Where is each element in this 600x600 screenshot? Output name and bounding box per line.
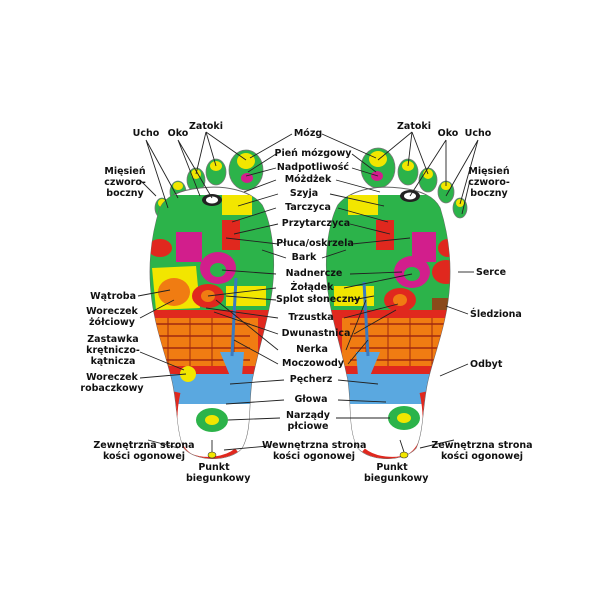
label-punkt-left: Punkt biegunkowy xyxy=(186,462,250,484)
label-tarczyca: Tarczyca xyxy=(285,202,331,213)
right-diarrhea-point xyxy=(399,451,409,459)
label-zoladek: Żołądek xyxy=(290,282,334,293)
label-narzady-plciowe-text: Narządy płciowe xyxy=(286,410,330,432)
label-zewnetrzna-left-text: Zewnętrzna strona kości ogonowej xyxy=(93,440,195,462)
label-odbyt: Odbyt xyxy=(470,359,503,370)
right-foot xyxy=(326,147,468,459)
label-woreczek-robaczkowy-text: Woreczek robaczkowy xyxy=(80,372,144,394)
label-zastawka: Zastawka krętniczo- kątnicza xyxy=(84,334,142,367)
label-szyja: Szyja xyxy=(289,188,319,199)
label-mozg: Mózg xyxy=(293,128,323,139)
left-foot xyxy=(149,149,274,459)
label-zewnetrzna-right-text: Zewnętrzna strona kości ogonowej xyxy=(431,440,533,462)
label-przytarczyca: Przytarczyca xyxy=(281,218,351,229)
label-bark: Bark xyxy=(291,252,317,263)
label-wewnetrzna-text: Wewnętrzna strona kości ogonowej xyxy=(262,440,367,462)
label-miesien-left: Mięsień czworo- boczny xyxy=(100,166,150,199)
label-pien-mozgowy: Pień mózgowy xyxy=(274,148,352,159)
label-splot-sloneczny: Splot słoneczny xyxy=(276,294,361,305)
label-woreczek-robaczkowy: Woreczek robaczkowy xyxy=(80,372,144,394)
label-woreczek-zolciowy: Woreczek żółciowy xyxy=(84,306,140,328)
label-punkt-right-text: Punkt biegunkowy xyxy=(364,462,429,484)
label-trzustka: Trzustka xyxy=(288,312,334,323)
label-punkt-right: Punkt biegunkowy xyxy=(364,462,428,484)
label-oko-right: Oko xyxy=(437,128,459,139)
label-punkt-left-text: Punkt biegunkowy xyxy=(186,462,251,484)
label-miesien-left-text: Mięsień czworo- boczny xyxy=(104,166,146,199)
label-glowa: Głowa xyxy=(294,394,328,405)
label-pecherz: Pęcherz xyxy=(289,374,333,385)
label-zewnetrzna-right: Zewnętrzna strona kości ogonowej xyxy=(430,440,534,462)
label-nadnercze: Nadnercze xyxy=(285,268,343,279)
label-zewnetrzna-left: Zewnętrzna strona kości ogonowej xyxy=(92,440,196,462)
leader-lines xyxy=(137,131,479,453)
label-narzady-plciowe: Narządy płciowe xyxy=(280,410,336,432)
label-moczowody: Moczowody xyxy=(282,358,344,369)
label-wewnetrzna: Wewnętrzna strona kości ogonowej xyxy=(262,440,366,462)
label-zatoki-right: Zatoki xyxy=(397,121,431,132)
label-dwunastnica: Dwunastnica xyxy=(281,328,351,339)
label-serce: Serce xyxy=(476,267,507,278)
label-nerka: Nerka xyxy=(296,344,328,355)
label-sledziona: Śledziona xyxy=(470,309,522,320)
label-oko-left: Oko xyxy=(167,128,189,139)
label-mozdzek: Móżdżek xyxy=(284,174,332,185)
label-zatoki-left: Zatoki xyxy=(189,121,223,132)
label-pluca-oskrzela: Płuca/oskrzela xyxy=(276,238,354,249)
label-ucho-right: Ucho xyxy=(464,128,492,139)
heart-zone xyxy=(432,260,450,284)
label-zastawka-text: Zastawka krętniczo- kątnicza xyxy=(86,334,140,367)
label-miesien-right-text: Mięsień czworo- boczny xyxy=(468,166,510,199)
label-ucho-left: Ucho xyxy=(132,128,160,139)
label-watroba: Wątroba xyxy=(90,291,136,302)
label-miesien-right: Mięsień czworo- boczny xyxy=(464,166,514,199)
label-nadpotliwosc: Nadpotliwość xyxy=(276,162,350,173)
label-woreczek-zolciowy-text: Woreczek żółciowy xyxy=(86,306,138,328)
left-diarrhea-point xyxy=(207,451,217,459)
